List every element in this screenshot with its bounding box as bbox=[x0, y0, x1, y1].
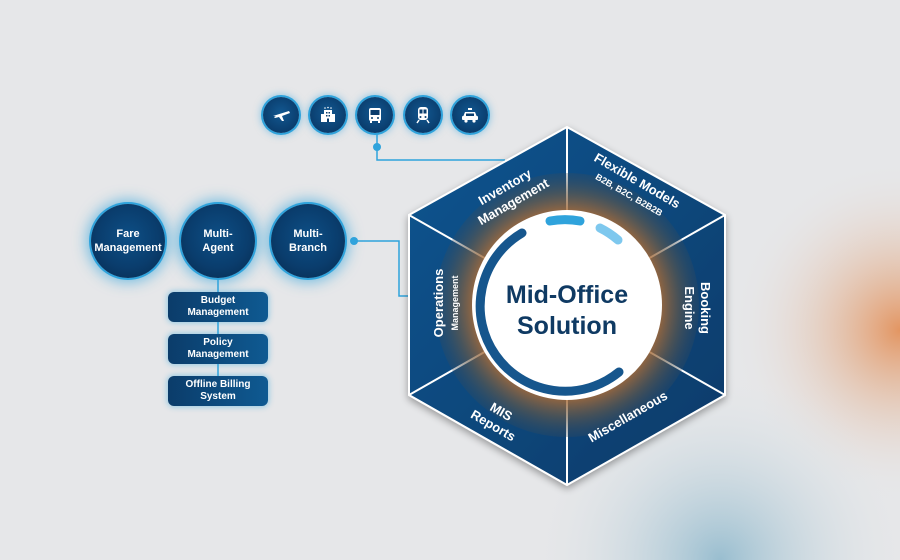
policy-management-line1: Policy bbox=[203, 337, 233, 348]
budget-management-line2: Management bbox=[187, 307, 249, 318]
bus-icon[interactable] bbox=[357, 97, 393, 133]
policy-management-box[interactable]: Policy Management bbox=[168, 334, 268, 364]
segment-operations[interactable]: Operations Management bbox=[431, 269, 460, 338]
fare-management-line1: Fare bbox=[116, 228, 140, 240]
segment-operations-line2: Management bbox=[450, 275, 460, 330]
train-icon[interactable] bbox=[405, 97, 441, 133]
multi-branch-line1: Multi- bbox=[293, 228, 323, 240]
budget-management-line1: Budget bbox=[200, 295, 236, 306]
segment-booking-line2: Engine bbox=[682, 286, 697, 329]
center-ring bbox=[475, 215, 624, 396]
multi-agent-line1: Multi- bbox=[203, 228, 233, 240]
branch-connector bbox=[350, 237, 410, 297]
center-title-line1: Mid-Office bbox=[506, 281, 628, 309]
multi-agent-line2: Agent bbox=[202, 242, 234, 254]
fare-management-node[interactable]: Fare Management bbox=[91, 204, 165, 278]
policy-management-line2: Management bbox=[187, 349, 249, 360]
multi-agent-node[interactable]: Multi- Agent bbox=[181, 204, 255, 278]
car-icon[interactable] bbox=[452, 97, 488, 133]
hotel-icon[interactable] bbox=[310, 97, 346, 133]
flight-icon[interactable] bbox=[263, 97, 299, 133]
center-circle bbox=[472, 210, 662, 400]
inventory-connector bbox=[373, 133, 505, 161]
segment-booking-engine[interactable]: Booking Engine bbox=[682, 282, 713, 334]
multi-branch-line2: Branch bbox=[289, 242, 327, 254]
budget-management-box[interactable]: Budget Management bbox=[168, 292, 268, 322]
segment-booking-line1: Booking bbox=[698, 282, 713, 334]
offline-billing-line1: Offline Billing bbox=[185, 379, 251, 390]
multi-branch-node[interactable]: Multi- Branch bbox=[271, 204, 345, 278]
fare-management-line2: Management bbox=[94, 242, 162, 254]
offline-billing-box[interactable]: Offline Billing System bbox=[168, 376, 268, 406]
segment-operations-line1: Operations bbox=[431, 269, 446, 338]
offline-billing-line2: System bbox=[200, 391, 236, 402]
center-title-line2: Solution bbox=[517, 312, 617, 340]
